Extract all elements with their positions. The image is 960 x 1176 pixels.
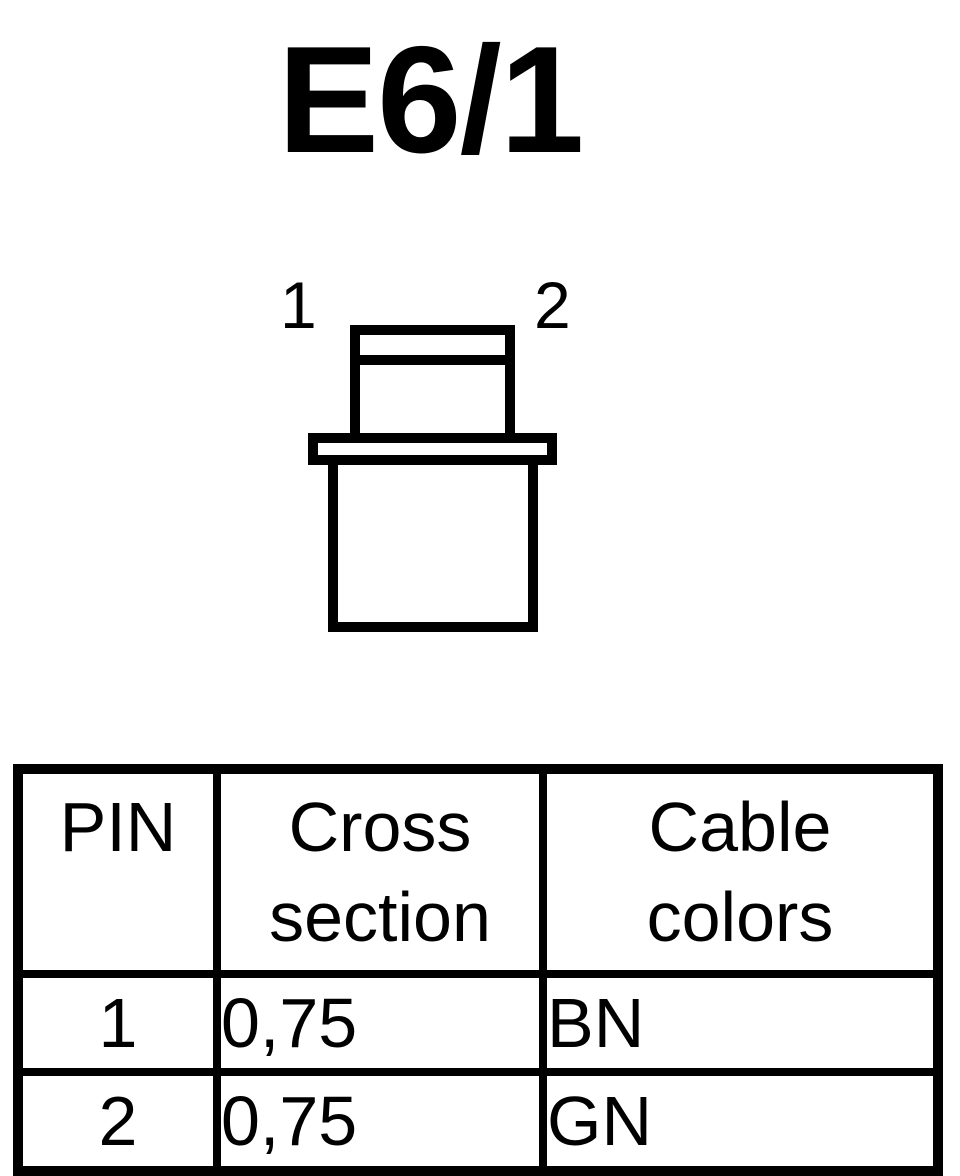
header-cross-section: Cross section <box>213 765 547 978</box>
cross-section-cell: 0,75 <box>213 970 547 1076</box>
cable-color-cell: GN <box>539 1068 942 1175</box>
header-pin: PIN <box>14 765 221 978</box>
pin-2-label: 2 <box>534 268 571 342</box>
pin-number-cell: 2 <box>14 1068 221 1175</box>
connector-plug <box>350 355 515 443</box>
connector-body <box>328 455 538 632</box>
pin-number-cell: 1 <box>14 970 221 1076</box>
header-cross-section-line2: section <box>269 878 491 956</box>
pin-table: PIN Cross section Cable colors 1 0,75 BN… <box>13 764 943 1176</box>
table-row: 2 0,75 GN <box>14 1068 942 1175</box>
header-cable-colors: Cable colors <box>539 765 942 978</box>
cross-section-cell: 0,75 <box>213 1068 547 1175</box>
header-cable-colors-line1: Cable <box>648 788 832 866</box>
connector-title: E6/1 <box>277 15 585 185</box>
pin-1-label: 1 <box>280 268 317 342</box>
header-cross-section-line1: Cross <box>288 788 472 866</box>
cable-color-cell: BN <box>539 970 942 1076</box>
header-cable-colors-line2: colors <box>646 878 834 956</box>
table-row: 1 0,75 BN <box>14 970 942 1076</box>
two-pin-connector-icon <box>308 325 557 632</box>
pin-table-header-row: PIN Cross section Cable colors <box>14 765 942 978</box>
header-pin-line1: PIN <box>59 788 177 866</box>
